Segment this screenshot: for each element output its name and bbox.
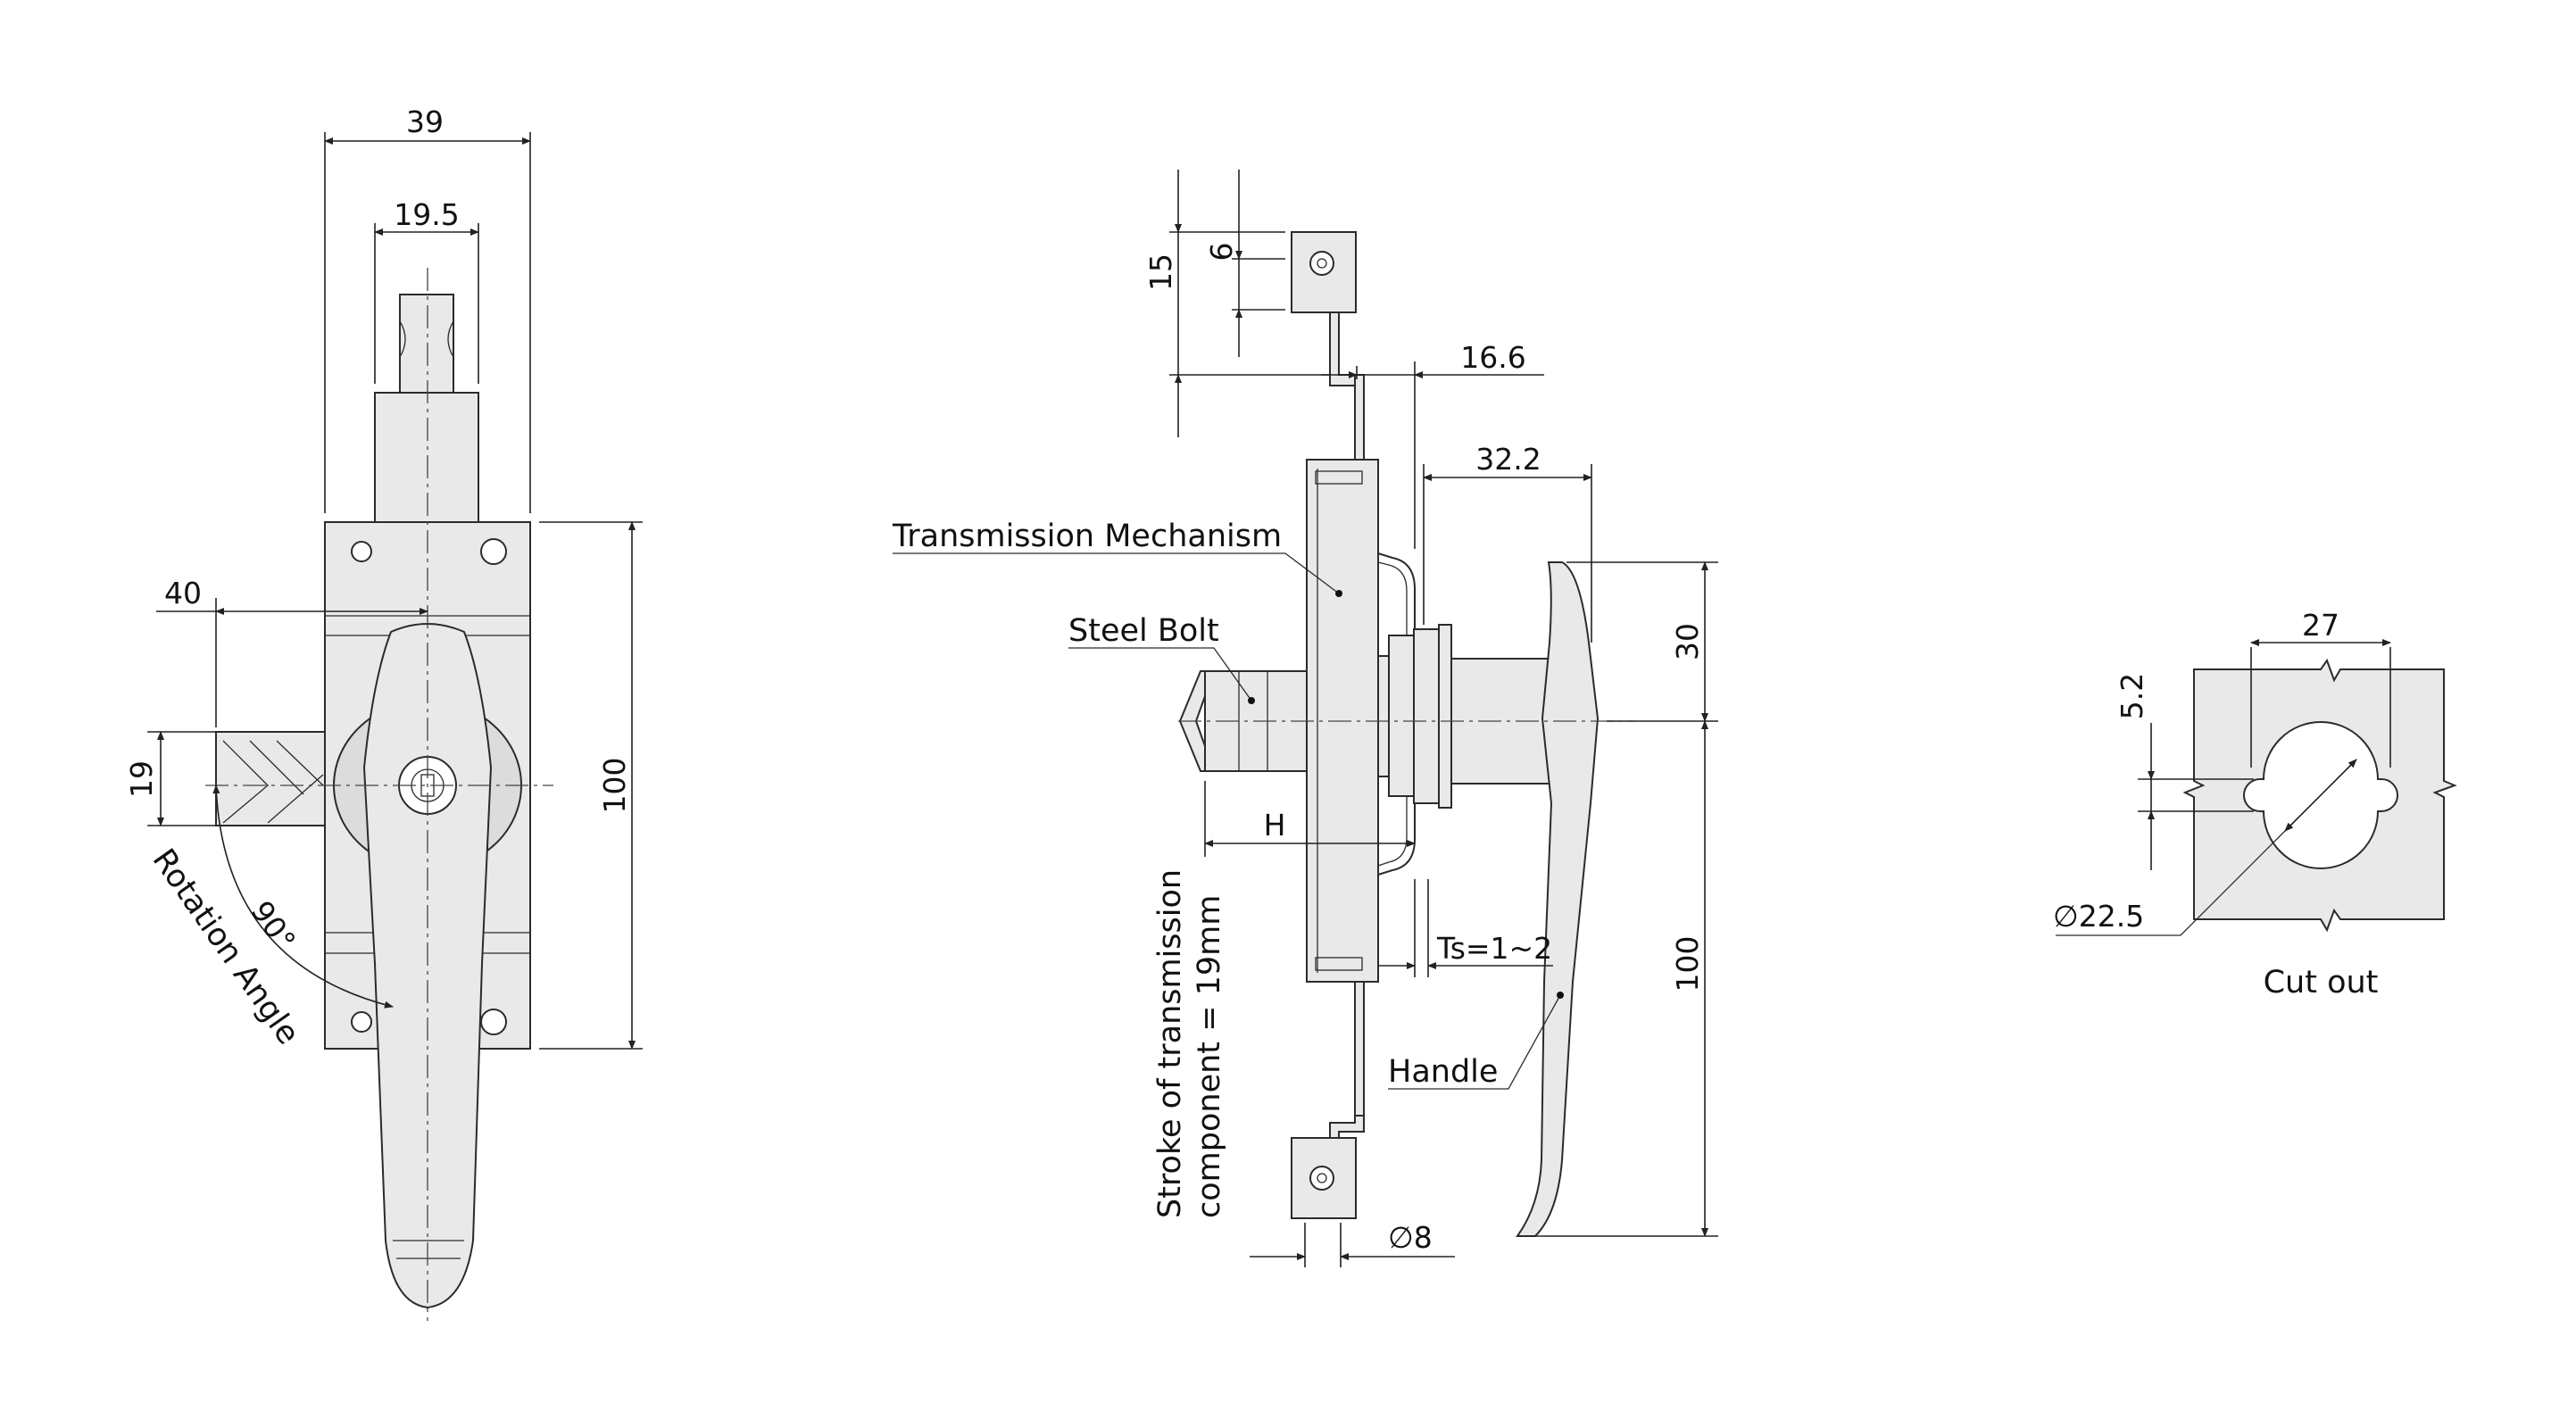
cutout-view: 27 5.2 ∅22.5 Cut out (2053, 608, 2457, 1000)
dim-100-front: 100 (597, 758, 632, 814)
dim-30: 30 (1670, 623, 1705, 660)
stroke-note-line1: Stroke of transmission (1152, 869, 1188, 1218)
dim-19-5: 19.5 (394, 197, 459, 232)
front-view: 39 19.5 40 19 100 90° Rotation Angle (124, 104, 643, 1321)
dim-ts: Ts=1~2 (1436, 931, 1552, 966)
dim-5-2: 5.2 (2115, 673, 2149, 719)
dim-15: 15 (1143, 253, 1178, 291)
dim-27: 27 (2302, 608, 2339, 643)
dim-dia-22-5: ∅22.5 (2053, 899, 2144, 934)
dim-32-2: 32.2 (1475, 442, 1541, 477)
dim-16-6: 16.6 (1460, 340, 1525, 375)
cutout-label: Cut out (2264, 965, 2379, 1000)
angle-90: 90° (244, 894, 303, 957)
label-steel-bolt: Steel Bolt (1068, 613, 1219, 649)
label-transmission-mechanism: Transmission Mechanism (892, 519, 1282, 554)
dim-h: H (1264, 808, 1286, 843)
dim-19: 19 (124, 760, 159, 798)
dim-hole-8: ∅8 (1388, 1220, 1433, 1255)
stroke-note-line2: component = 19mm (1192, 895, 1227, 1218)
label-handle: Handle (1388, 1054, 1498, 1090)
side-view: 15 6 16.6 32.2 30 100 H (892, 170, 1718, 1267)
dim-40: 40 (164, 576, 202, 610)
dim-6: 6 (1204, 243, 1239, 262)
dim-100-side: 100 (1670, 936, 1705, 992)
dim-39: 39 (406, 104, 444, 139)
